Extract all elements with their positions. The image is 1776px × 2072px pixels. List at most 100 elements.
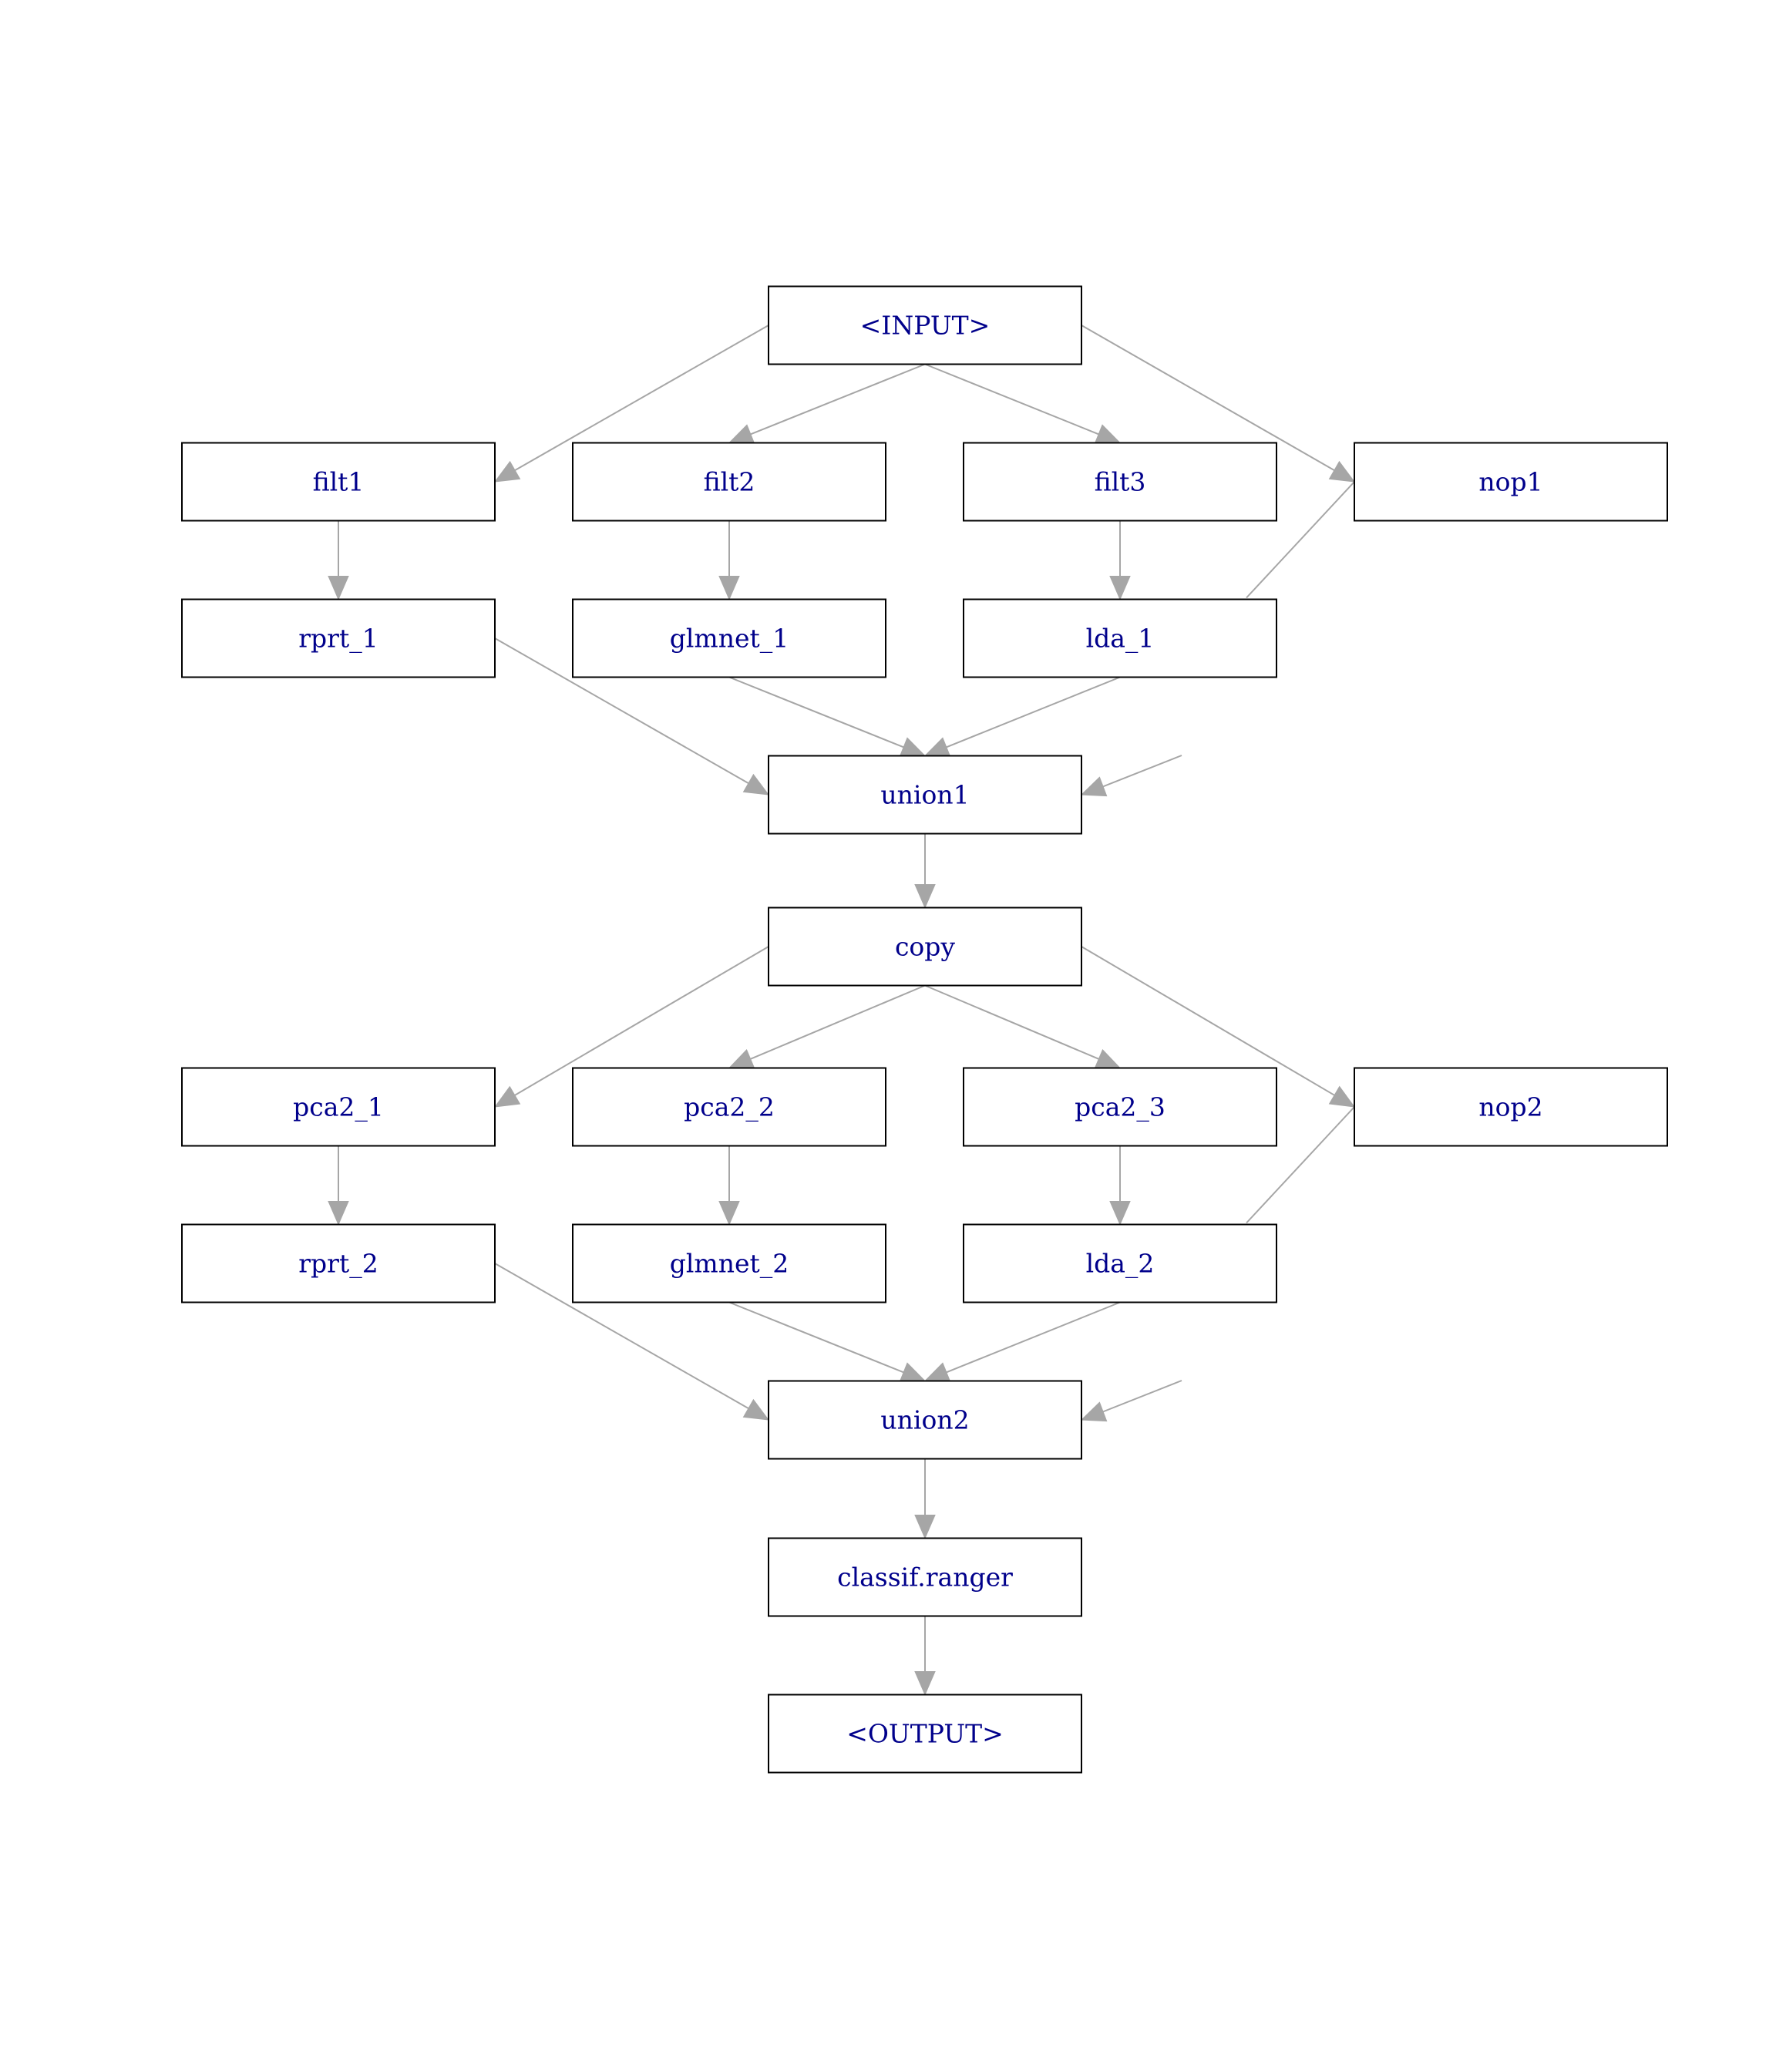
edge-line <box>1081 946 1335 1096</box>
node-rprt-2: rprt_2 <box>181 1223 496 1303</box>
node-union1: union1 <box>768 755 1082 835</box>
arrowhead <box>718 576 740 600</box>
node-box <box>768 1380 1082 1460</box>
node-glmnet-1: glmnet_1 <box>572 598 886 678</box>
edge-glmnet_2-to-union2 <box>728 1301 927 1382</box>
edge-pca2_2-to-glmnet_2 <box>718 1145 740 1226</box>
node-filt1: filt1 <box>181 442 496 522</box>
edge-line <box>750 984 926 1060</box>
node-label: nop1 <box>1478 467 1542 497</box>
arrowhead <box>923 737 951 757</box>
node-label: filt3 <box>1095 467 1146 497</box>
arrowhead <box>728 1048 755 1069</box>
edge-rprt_2-to-union2 <box>494 1263 770 1421</box>
edge-input-to-filt3 <box>924 363 1122 444</box>
node-pca2-3: pca2_3 <box>963 1067 1277 1147</box>
node-label: rprt_2 <box>298 1249 378 1280</box>
arrowhead <box>328 1201 349 1226</box>
node-box <box>768 1537 1082 1617</box>
arrowhead <box>914 1515 936 1539</box>
edge-line <box>728 1301 904 1374</box>
edge-line <box>1102 1380 1182 1413</box>
edge-line <box>1081 325 1335 471</box>
node-nop2: nop2 <box>1354 1067 1668 1147</box>
arrowhead <box>493 1085 521 1108</box>
edge-filt3-to-lda_1 <box>1109 520 1131 600</box>
edge-line <box>1246 1106 1355 1224</box>
arrowhead <box>923 1362 951 1382</box>
arrowhead <box>493 460 521 483</box>
node-lda-1: lda_1 <box>963 598 1277 678</box>
node-label: <INPUT> <box>860 311 991 341</box>
edge-lda_1-to-union1 <box>923 676 1121 757</box>
node-box <box>181 1067 496 1147</box>
node-rprt-1: rprt_1 <box>181 598 496 678</box>
node-label: classif.ranger <box>837 1562 1013 1593</box>
arrowhead <box>899 737 927 757</box>
arrowhead <box>1080 776 1108 797</box>
arrowhead <box>742 1398 770 1421</box>
node-label: glmnet_1 <box>670 624 789 654</box>
node-copy: copy <box>768 906 1082 987</box>
node-label: union1 <box>880 780 969 810</box>
node-union2: union2 <box>768 1380 1082 1460</box>
edge-copy-to-nop2 <box>1081 946 1356 1108</box>
node-output: <OUTPUT> <box>768 1694 1082 1774</box>
nodes-layer: <INPUT> filt1 filt2 filt3 nop1 rprt_1 glmnet_1… <box>181 285 1668 1774</box>
arrowhead <box>1094 424 1122 444</box>
node-classif-ranger: classif.ranger <box>768 1537 1082 1617</box>
edge-rprt_1-to-union1 <box>494 637 770 796</box>
edge-line <box>514 325 769 471</box>
node-label: glmnet_2 <box>670 1249 789 1280</box>
node-box <box>1354 1067 1668 1147</box>
node-box <box>572 1223 886 1303</box>
arrowhead <box>1094 1048 1122 1069</box>
node-input: <INPUT> <box>768 285 1082 365</box>
node-box <box>768 285 1082 365</box>
node-label: nop2 <box>1478 1092 1542 1122</box>
edge-pca2_3-to-lda_2 <box>1109 1145 1131 1226</box>
node-filt3: filt3 <box>963 442 1277 522</box>
edge-copy-to-pca2_1 <box>493 946 769 1108</box>
arrowhead <box>1109 1201 1131 1226</box>
node-nop1: nop1 <box>1354 442 1668 522</box>
node-box <box>572 598 886 678</box>
node-label: rprt_1 <box>298 624 378 654</box>
node-label: lda_2 <box>1086 1249 1155 1280</box>
edge-pca2_1-to-rprt_2 <box>328 1145 349 1226</box>
edge-copy-to-pca2_3 <box>924 984 1122 1069</box>
edge-glmnet_1-to-union1 <box>728 676 927 757</box>
edge-line <box>924 363 1099 436</box>
node-box <box>963 1067 1277 1147</box>
node-label: <OUTPUT> <box>846 1719 1004 1749</box>
node-label: pca2_1 <box>293 1092 384 1123</box>
edge-classif_ranger-to-output <box>914 1616 936 1696</box>
edge-input-to-filt2 <box>728 363 926 444</box>
edge-line <box>514 946 769 1096</box>
edge-line <box>494 1263 749 1409</box>
edge-filt1-to-rprt_1 <box>328 520 349 600</box>
node-box <box>572 442 886 522</box>
node-label: filt2 <box>704 467 755 497</box>
edge-copy-to-pca2_2 <box>728 984 926 1069</box>
node-filt2: filt2 <box>572 442 886 522</box>
edge-line <box>728 676 904 748</box>
node-box <box>181 1223 496 1303</box>
edge-line <box>494 637 749 784</box>
edge-input-to-nop1 <box>1081 325 1356 483</box>
node-lda-2: lda_2 <box>963 1223 1277 1303</box>
node-box <box>963 1223 1277 1303</box>
node-label: copy <box>895 932 955 962</box>
edge-line <box>1102 755 1182 788</box>
arrowhead <box>328 576 349 600</box>
node-box <box>768 906 1082 987</box>
edges-layer <box>328 325 1356 1696</box>
arrowhead <box>914 884 936 909</box>
arrowhead <box>1080 1401 1108 1422</box>
edge-union1-to-copy <box>914 833 936 909</box>
node-pca2-2: pca2_2 <box>572 1067 886 1147</box>
arrowhead <box>899 1362 927 1382</box>
arrowhead <box>728 424 755 444</box>
node-box <box>963 442 1277 522</box>
arrowhead <box>1109 576 1131 600</box>
